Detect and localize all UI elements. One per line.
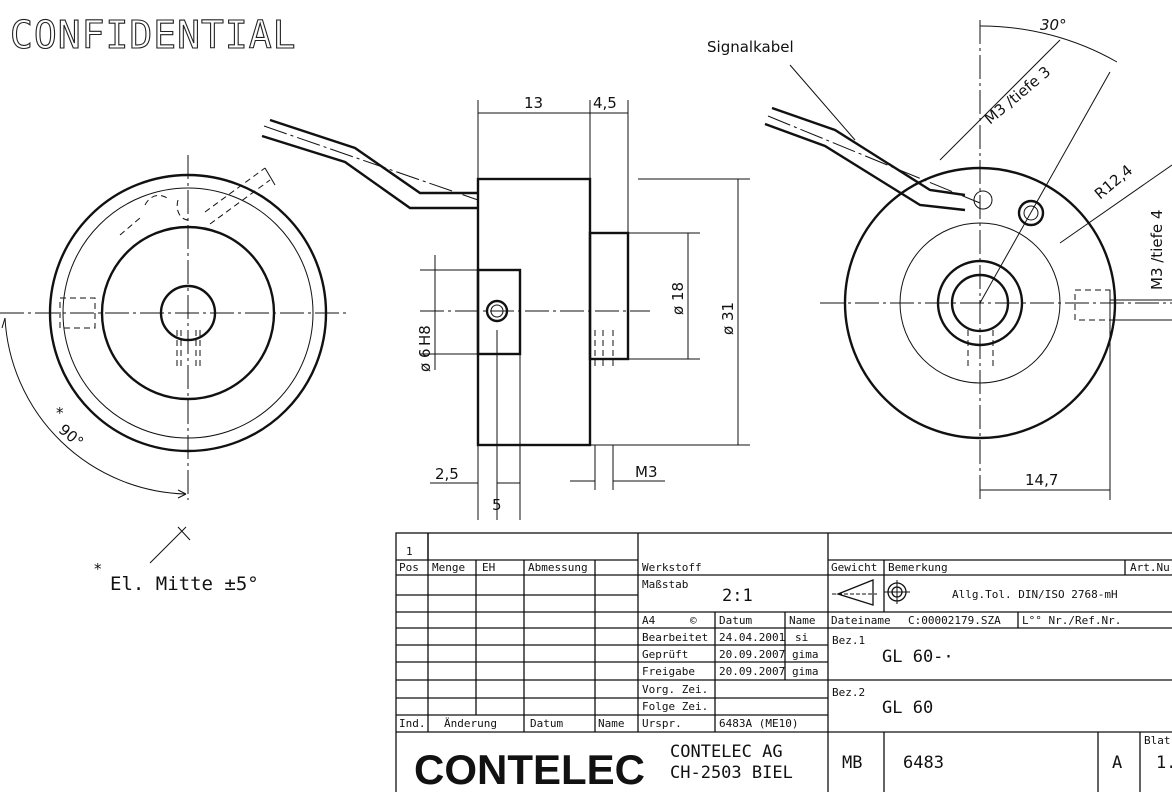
geprueft-label: Geprüft <box>642 648 688 661</box>
el-mitte-label: El. Mitte ±5° <box>110 573 259 595</box>
col-datum: Datum <box>530 717 563 730</box>
signal-cable-label: Signalkabel <box>707 38 794 56</box>
right-cable <box>764 64 981 212</box>
vorg-zei-label: Vorg. Zei. <box>642 683 708 696</box>
copyright-symbol: © <box>690 614 697 627</box>
geprueft-name: gima <box>792 648 819 661</box>
title-block <box>395 532 1172 792</box>
freigabe-name: gima <box>792 665 819 678</box>
right-view <box>820 20 1172 500</box>
urspr-label: Urspr. <box>642 717 682 730</box>
confidential-stamp: CONFIDENTIAL <box>10 13 297 57</box>
col-werkstoff: Werkstoff <box>642 561 702 574</box>
angle-90-star: * <box>56 404 64 422</box>
dim-phi18: ø 18 <box>669 282 687 315</box>
datum-label: Datum <box>719 614 752 627</box>
massstab-label: Maßstab <box>642 578 688 591</box>
company-logo: CONTELEC <box>414 746 645 792</box>
gewicht-label: Gewicht <box>831 561 877 574</box>
dim-angle-30: 30° <box>1040 16 1067 34</box>
dateiname-label: Dateiname <box>831 614 891 627</box>
revision-letter: A <box>1112 753 1122 773</box>
sheet-count: 1 <box>406 545 413 558</box>
format-label: A4 <box>642 614 656 627</box>
el-mitte-star: * <box>94 560 102 578</box>
bez1-label: Bez.1 <box>832 634 865 647</box>
blatt-value: 1. <box>1156 753 1172 773</box>
dim-phi6-tol: H8 <box>416 325 434 346</box>
dim-13: 13 <box>524 94 543 112</box>
col-pos: Pos <box>399 561 419 574</box>
bemerkung-label: Bemerkung <box>888 561 948 574</box>
bez2-label: Bez.2 <box>832 686 865 699</box>
dim-phi31: ø 31 <box>719 302 737 335</box>
blatt-label: Blat <box>1144 734 1171 747</box>
angle-90-label: 90° <box>55 420 87 451</box>
bez1-value: GL 60-· <box>882 647 954 667</box>
freigabe-date: 20.09.2007 <box>719 665 785 678</box>
dim-m3-tiefe4: M3 /tiefe 4 <box>1148 210 1166 290</box>
dateiname-value: C:00002179.SZA <box>908 614 1001 627</box>
left-cable <box>261 118 479 210</box>
dim-m3-tiefe3: M3 /tiefe 3 <box>981 63 1054 128</box>
col-menge: Menge <box>432 561 465 574</box>
freigabe-label: Freigabe <box>642 665 695 678</box>
dim-5: 5 <box>492 496 502 514</box>
bearbeitet-date: 24.04.2001 <box>719 631 785 644</box>
massstab-value: 2:1 <box>722 586 753 606</box>
col-abmessung: Abmessung <box>528 561 588 574</box>
dim-2-5: 2,5 <box>435 465 459 483</box>
geprueft-date: 20.09.2007 <box>719 648 785 661</box>
dim-r12-4: R12,4 <box>1091 161 1136 203</box>
bez2-value: GL 60 <box>882 698 933 718</box>
bearbeitet-label: Bearbeitet <box>642 631 708 644</box>
name-label: Name <box>789 614 816 627</box>
bearbeitet-name: si <box>795 631 808 644</box>
mb-label: MB <box>842 753 862 773</box>
dim-4-5: 4,5 <box>593 94 617 112</box>
col-name: Name <box>598 717 625 730</box>
company-address: CH-2503 BIEL <box>670 763 793 783</box>
col-aenderung: Änderung <box>444 717 497 730</box>
dim-14-7: 14,7 <box>1025 471 1058 489</box>
ref-nr-label: L°° Nr./Ref.Nr. <box>1022 614 1121 627</box>
urspr-value: 6483A (ME10) <box>719 717 798 730</box>
art-nr-label: Art.Nu <box>1130 561 1170 574</box>
tolerance-note: Allg.Tol. DIN/ISO 2768-mH <box>952 588 1118 601</box>
dim-m3: M3 <box>635 463 658 481</box>
drawing-number: 6483 <box>903 753 944 773</box>
side-view <box>420 100 750 520</box>
dim-phi6: ø 6 <box>416 349 434 373</box>
col-ind: Ind. <box>399 717 426 730</box>
folge-zei-label: Folge Zei. <box>642 700 708 713</box>
col-eh: EH <box>482 561 495 574</box>
left-view <box>0 155 350 564</box>
company-name: CONTELEC AG <box>670 742 783 762</box>
